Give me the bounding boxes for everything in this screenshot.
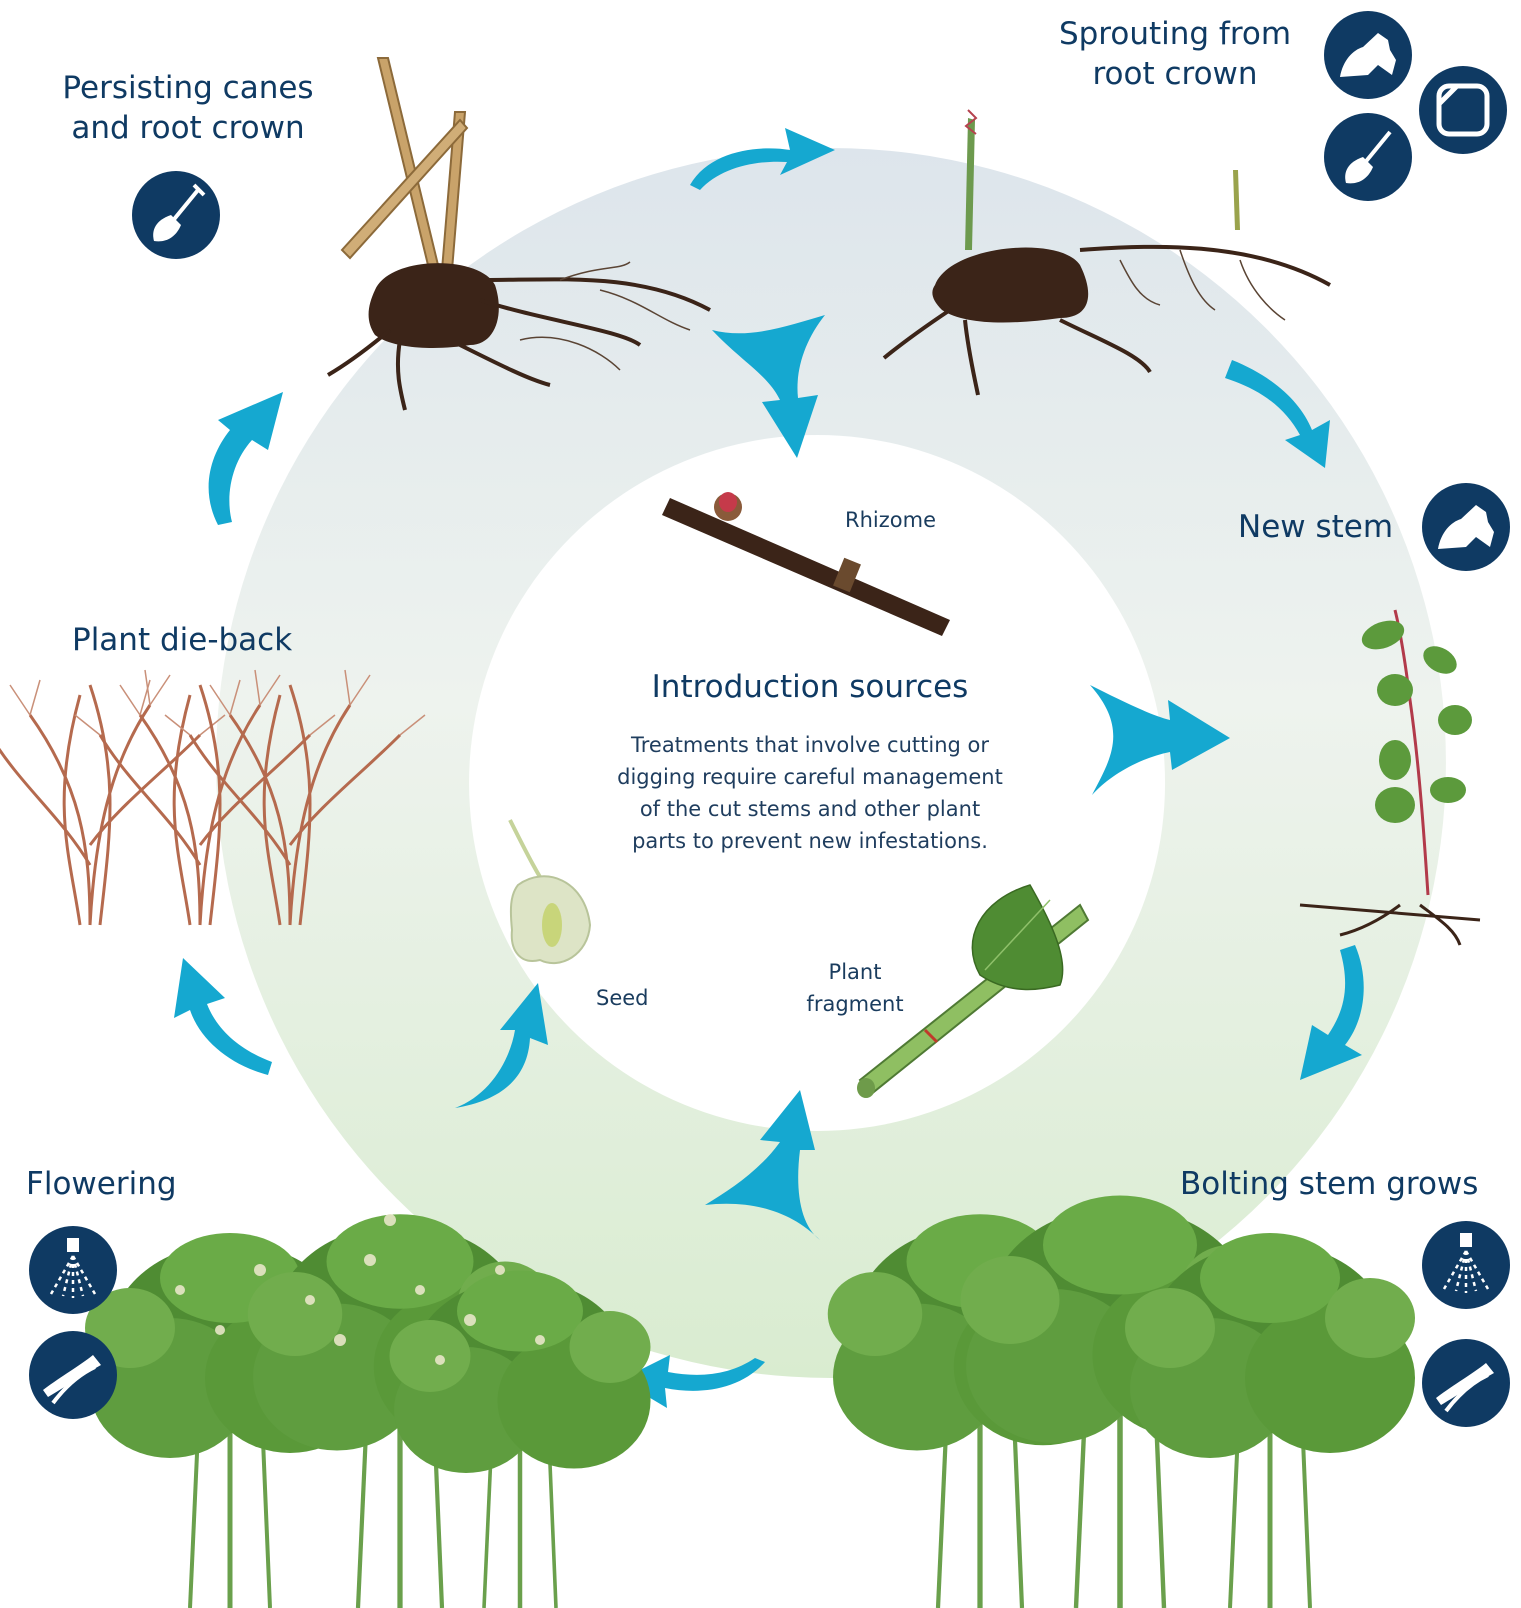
stage-label-bolting: Bolting stem grows [1180, 1164, 1510, 1204]
pruner-icon [1422, 1339, 1510, 1427]
stage-label-new-stem: New stem [1238, 507, 1438, 547]
shovel-icon [1324, 113, 1412, 201]
stage-label-sprouting: Sprouting from root crown [1045, 14, 1305, 94]
stage-label-persisting: Persisting canes and root crown [48, 68, 328, 148]
sprayer-icon [1422, 1221, 1510, 1309]
bolting-illustration [828, 1196, 1415, 1608]
source-label-rhizome: Rhizome [845, 504, 985, 536]
center-title: Introduction sources [600, 667, 1020, 707]
source-label-fragment: Plant fragment [790, 956, 920, 1020]
covering-icon [1419, 66, 1507, 154]
shovel-icon [132, 171, 220, 259]
pruner-icon [29, 1331, 117, 1419]
goat-icon [1324, 11, 1412, 99]
stage-label-die-back: Plant die-back [72, 620, 332, 660]
arrow-dieback-to-persisting [209, 392, 283, 525]
source-label-seed: Seed [596, 982, 696, 1014]
sprayer-icon [29, 1226, 117, 1314]
seed-illustration [510, 820, 590, 963]
center-description: Treatments that involve cutting or diggi… [580, 729, 1040, 857]
stage-label-flowering: Flowering [26, 1164, 266, 1204]
